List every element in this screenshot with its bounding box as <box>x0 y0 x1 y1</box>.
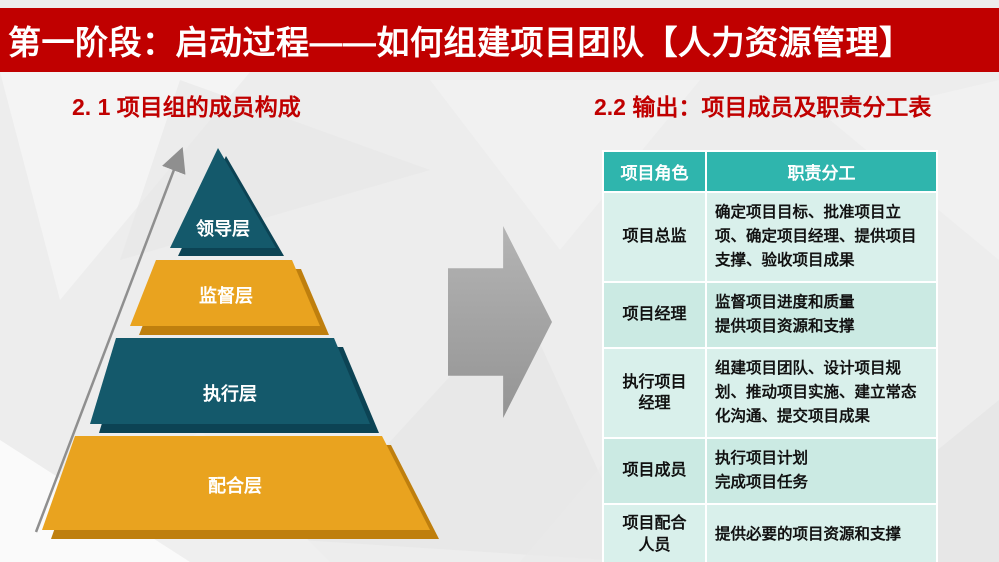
pyramid-layer-supervision: 监督层 <box>130 260 329 335</box>
pyramid-layer-leadership: 领导层 <box>170 148 284 256</box>
table-row: 执行项目 经理 组建项目团队、设计项目规划、推动项目实施、建立常态化沟通、提交项… <box>602 347 938 440</box>
table-header-role: 项目角色 <box>602 150 707 193</box>
pyramid-layer-label: 配合层 <box>208 475 262 496</box>
duty-cell: 执行项目计划 完成项目任务 <box>705 437 938 506</box>
title-banner: 第一阶段：启动过程——如何组建项目团队【人力资源管理】 <box>0 8 999 72</box>
role-cell: 项目成员 <box>602 437 707 506</box>
table-row: 项目经理 监督项目进度和质量 提供项目资源和支撑 <box>602 281 938 350</box>
duty-cell: 监督项目进度和质量 提供项目资源和支撑 <box>705 281 938 350</box>
pyramid-diagram: 领导层 监督层 执行层 配合层 <box>34 146 439 539</box>
table-row: 项目总监 确定项目目标、批准项目立项、确定项目经理、提供项目支撑、验收项目成果 <box>602 190 938 284</box>
right-heading: 2.2 输出：项目成员及职责分工表 <box>594 94 932 120</box>
table-container: 项目角色 职责分工 项目总监 确定项目目标、批准项目立项、确定项目经理、提供项目… <box>602 150 938 562</box>
role-cell: 项目经理 <box>602 281 707 350</box>
role-cell: 项目总监 <box>602 190 707 284</box>
table-row: 项目成员 执行项目计划 完成项目任务 <box>602 437 938 506</box>
growth-arrow-icon <box>34 146 186 533</box>
duty-cell: 确定项目目标、批准项目立项、确定项目经理、提供项目支撑、验收项目成果 <box>705 190 938 284</box>
main-title: 第一阶段：启动过程——如何组建项目团队【人力资源管理】 <box>8 24 913 61</box>
table-header-duty: 职责分工 <box>705 150 938 193</box>
pyramid-layer-label: 执行层 <box>203 383 257 404</box>
role-cell: 执行项目 经理 <box>602 347 707 440</box>
table-header-row: 项目角色 职责分工 <box>602 150 938 193</box>
duty-cell: 提供必要的项目资源和支撑 <box>705 503 938 562</box>
table-row: 项目配合 人员 提供必要的项目资源和支撑 <box>602 503 938 562</box>
pyramid-layer-label: 领导层 <box>196 218 250 239</box>
role-cell: 项目配合 人员 <box>602 503 707 562</box>
duty-cell: 组建项目团队、设计项目规划、推动项目实施、建立常态化沟通、提交项目成果 <box>705 347 938 440</box>
pyramid-layer-execution: 执行层 <box>90 338 379 433</box>
pyramid-layer-label: 监督层 <box>199 285 253 306</box>
left-heading: 2. 1 项目组的成员构成 <box>72 94 301 120</box>
pyramid-layer-cooperation: 配合层 <box>42 436 439 539</box>
roles-table: 项目角色 职责分工 项目总监 确定项目目标、批准项目立项、确定项目经理、提供项目… <box>602 150 938 562</box>
